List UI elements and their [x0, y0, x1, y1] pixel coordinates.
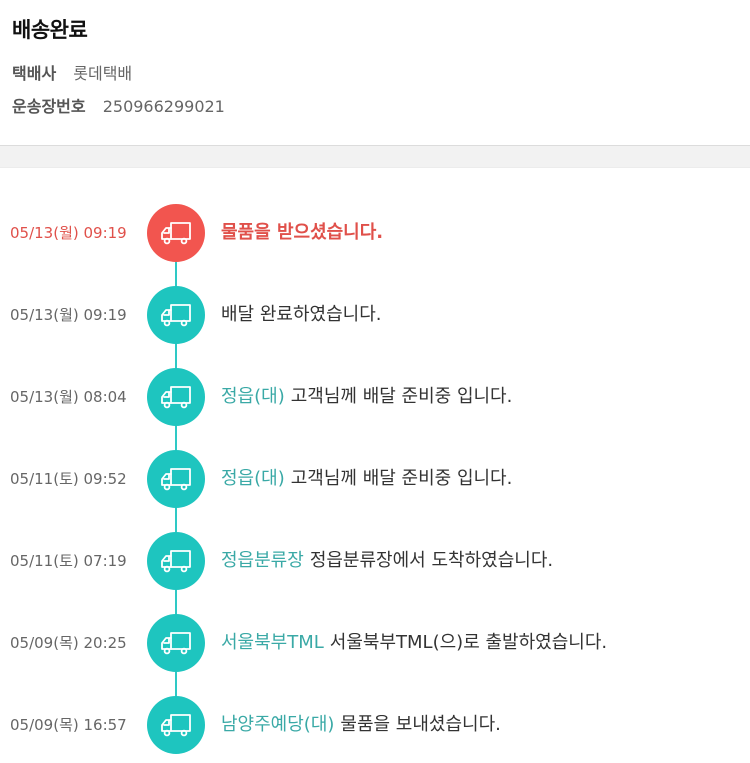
delivery-header: 배송완료 택배사 롯데택배 운송장번호 250966299021: [0, 0, 750, 146]
event-text: 서울북부TML(으)로 출발하였습니다.: [329, 632, 608, 653]
event-location: 남양주예당(대): [221, 714, 335, 735]
courier-row: 택배사 롯데택배: [12, 60, 132, 84]
event-text: 고객님께 배달 준비중 입니다.: [290, 386, 513, 407]
timeline-event: 05/09(목) 16:57 남양주예당(대)물품을 보내셨습니다.: [0, 696, 750, 754]
timeline-event: 05/13(월) 09:19 물품을 받으셨습니다.: [0, 204, 750, 262]
event-message: 정읍(대)고객님께 배달 준비중 입니다.: [221, 450, 512, 508]
event-time: 05/09(목) 20:25: [10, 634, 127, 652]
courier-value: 롯데택배: [73, 64, 133, 83]
event-text: 물품을 보내셨습니다.: [340, 714, 501, 735]
event-text: 정읍분류장에서 도착하였습니다.: [309, 550, 554, 571]
event-text: 고객님께 배달 준비중 입니다.: [290, 468, 513, 489]
section-divider: [0, 146, 750, 168]
truck-icon: [147, 204, 205, 262]
truck-icon: [147, 532, 205, 590]
truck-icon: [147, 614, 205, 672]
courier-label: 택배사: [12, 64, 57, 83]
event-text: 배달 완료하였습니다.: [221, 304, 382, 325]
event-message: 배달 완료하였습니다.: [221, 286, 381, 344]
event-message: 남양주예당(대)물품을 보내셨습니다.: [221, 696, 501, 754]
truck-icon: [147, 450, 205, 508]
truck-icon: [147, 368, 205, 426]
event-location: 서울북부TML: [221, 632, 324, 653]
event-time: 05/13(월) 08:04: [10, 388, 127, 406]
event-location: 정읍(대): [221, 386, 285, 407]
event-time: 05/09(목) 16:57: [10, 716, 127, 734]
page-title: 배송완료: [12, 18, 88, 42]
timeline-event: 05/13(월) 08:04 정읍(대)고객님께 배달 준비중 입니다.: [0, 368, 750, 426]
truck-icon: [147, 286, 205, 344]
event-location: 정읍(대): [221, 468, 285, 489]
timeline-event: 05/11(토) 09:52 정읍(대)고객님께 배달 준비중 입니다.: [0, 450, 750, 508]
event-location: 정읍분류장: [221, 550, 304, 571]
event-message: 물품을 받으셨습니다.: [221, 204, 383, 262]
tracking-number: 250966299021: [102, 97, 225, 116]
timeline-event: 05/13(월) 09:19 배달 완료하였습니다.: [0, 286, 750, 344]
tracking-row: 운송장번호 250966299021: [12, 93, 225, 117]
event-time: 05/11(토) 09:52: [10, 470, 127, 488]
event-time: 05/11(토) 07:19: [10, 552, 127, 570]
tracking-timeline: 05/13(월) 09:19 물품을 받으셨습니다. 05/13(월) 09:1…: [0, 168, 750, 762]
truck-icon: [147, 696, 205, 754]
event-time: 05/13(월) 09:19: [10, 224, 127, 242]
event-time: 05/13(월) 09:19: [10, 306, 127, 324]
tracking-label: 운송장번호: [12, 97, 86, 116]
event-message: 정읍(대)고객님께 배달 준비중 입니다.: [221, 368, 512, 426]
event-text: 물품을 받으셨습니다.: [221, 222, 384, 243]
